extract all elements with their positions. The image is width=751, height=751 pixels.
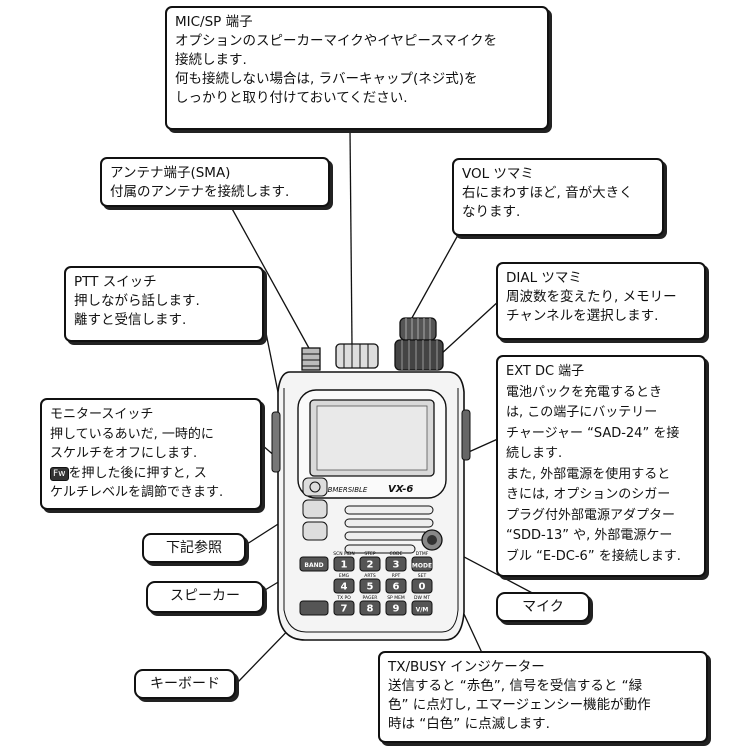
keypad-key-label: 3 xyxy=(393,560,400,571)
key-sublabel: SCN MDN xyxy=(333,551,355,557)
vol-knob xyxy=(399,317,437,341)
tx-busy-callout: TX/BUSY インジケーター 送信すると “赤色”, 信号を受信すると “緑 … xyxy=(378,651,708,743)
keypad-key-label: 0 xyxy=(419,582,426,593)
keypad-key[interactable] xyxy=(359,578,381,594)
ptt-line: 離すと受信します. xyxy=(74,312,187,328)
mic-sp-line: オプションのスピーカーマイクやイヤピースマイクを xyxy=(175,33,497,49)
mic-label: マイク xyxy=(496,592,590,622)
keypad-key[interactable] xyxy=(411,578,433,594)
keypad-key-label: V/M xyxy=(416,607,429,614)
key-sublabel: SET xyxy=(418,573,427,579)
key-sublabel: RPT xyxy=(392,573,401,579)
ext-dc-title: EXT DC 端子 xyxy=(506,364,585,379)
ext-dc-line: プラグ付外部電源アダプター xyxy=(506,507,676,523)
key-sublabel: PAGER xyxy=(363,595,378,601)
see-below-label: 下記参照 xyxy=(142,533,246,563)
keypad-key[interactable] xyxy=(411,600,433,616)
key-sublabel: DW MT xyxy=(414,595,430,601)
key-sublabel: ARTS xyxy=(364,573,376,579)
keypad: SCN MDN1STEP2CODE3DTMFMODEEMG4ARTS5RPT6S… xyxy=(299,551,433,616)
vol-line: 右にまわすほど, 音が大きく xyxy=(462,185,633,201)
mic-sp-title: MIC/SP 端子 xyxy=(175,14,253,30)
dial-line: 周波数を変えたり, メモリー xyxy=(506,289,677,305)
monitor-line: 押しているあいだ, 一時的に xyxy=(50,426,214,442)
fw-key-icon: Fw xyxy=(50,466,69,481)
ext-dc-line: 続します. xyxy=(506,446,563,461)
dial-line: チャンネルを選択します. xyxy=(506,308,659,324)
antenna-title: アンテナ端子(SMA) xyxy=(110,165,231,181)
antenna-callout: アンテナ端子(SMA) 付属のアンテナを接続します. xyxy=(100,157,330,207)
ext-dc-callout: EXT DC 端子 電池パックを充電するとき は, この端子にバッテリー チャー… xyxy=(496,355,706,577)
monitor-line: ケルチレベルを調節できます. xyxy=(50,485,224,500)
keypad-key[interactable] xyxy=(385,556,407,572)
mic-sp-line: しっかりと取り付けておいてください. xyxy=(175,90,408,106)
tx-busy-line: 時は “白色” に点滅します. xyxy=(388,716,550,732)
side-buttons xyxy=(302,477,328,541)
keypad-key[interactable] xyxy=(359,556,381,572)
dial-knob xyxy=(394,339,444,371)
ext-dc-line: チャージャー “SAD-24” を接 xyxy=(506,425,680,441)
model-text: VX-6 xyxy=(388,484,413,495)
mic-sp-line: 何も接続しない場合は, ラバーキャップ(ネジ式)を xyxy=(175,71,478,87)
dial-title: DIAL ツマミ xyxy=(506,270,582,286)
monitor-title: モニタースイッチ xyxy=(50,407,154,422)
keypad-key[interactable] xyxy=(359,600,381,616)
key-sublabel: TX PO xyxy=(336,595,351,601)
keypad-key-label: 2 xyxy=(367,560,374,571)
antenna-connector xyxy=(301,347,321,371)
brand-text: SUBMERSIBLE xyxy=(318,486,368,494)
vol-title: VOL ツマミ xyxy=(462,166,534,182)
speaker-grille xyxy=(344,505,434,554)
mic-hole xyxy=(421,529,443,551)
mic-sp-cap xyxy=(335,343,379,369)
ext-dc-line: ブル “E-DC-6” を接続します. xyxy=(506,548,681,564)
mic-sp-line: 接続します. xyxy=(175,52,247,68)
key-sublabel: DTMF xyxy=(416,551,429,557)
ext-dc-line: は, この端子にバッテリー xyxy=(506,405,658,420)
keypad-key-label: 1 xyxy=(341,560,348,571)
vol-callout: VOL ツマミ 右にまわすほど, 音が大きく なります. xyxy=(452,158,664,236)
tx-busy-line: 色” に点灯し, エマージェンシー機能が動作 xyxy=(388,697,651,713)
key-sublabel: CODE xyxy=(390,551,403,557)
ptt-callout: PTT スイッチ 押しながら話します. 離すと受信します. xyxy=(64,266,264,342)
keypad-key-label: 5 xyxy=(367,582,374,593)
key-sublabel: STEP xyxy=(364,551,375,557)
band-key-label: BAND xyxy=(304,562,323,569)
ptt-line: 押しながら話します. xyxy=(74,293,200,309)
keypad-key[interactable] xyxy=(385,600,407,616)
ext-dc-line: きには, オプションのシガー xyxy=(506,487,671,502)
keypad-key[interactable] xyxy=(385,578,407,594)
keypad-key[interactable] xyxy=(411,556,433,572)
lock-key[interactable] xyxy=(299,600,329,616)
mic-sp-callout: MIC/SP 端子 オプションのスピーカーマイクやイヤピースマイクを 接続します… xyxy=(165,6,549,130)
keypad-key-label: 4 xyxy=(341,582,348,593)
tx-busy-title: TX/BUSY インジケーター xyxy=(388,659,545,675)
ext-dc-line: 電池パックを充電するとき xyxy=(506,384,663,400)
keypad-key[interactable] xyxy=(333,600,355,616)
keypad-key[interactable] xyxy=(333,556,355,572)
keypad-key-label: 7 xyxy=(341,604,348,615)
speaker-label: スピーカー xyxy=(146,581,264,613)
ext-dc-line: “SDD-13” や, 外部電源ケー xyxy=(506,528,673,543)
monitor-line: を押した後に押すと, ス xyxy=(68,465,207,481)
keypad-key-label: 8 xyxy=(367,604,374,615)
ext-dc-line: また, 外部電源を使用すると xyxy=(506,466,671,482)
keypad-key-label: 9 xyxy=(393,604,400,615)
band-key[interactable] xyxy=(299,556,329,572)
key-sublabel: SP MEM xyxy=(387,595,405,601)
vol-line: なります. xyxy=(462,204,521,220)
keyboard-label: キーボード xyxy=(134,669,236,699)
keypad-key-label: 6 xyxy=(393,582,400,593)
dial-callout: DIAL ツマミ 周波数を変えたり, メモリー チャンネルを選択します. xyxy=(496,262,706,340)
tx-busy-line: 送信すると “赤色”, 信号を受信すると “緑 xyxy=(388,678,643,694)
keypad-key-label: MODE xyxy=(412,563,432,570)
monitor-line: スケルチをオフにします. xyxy=(50,446,198,461)
keypad-key[interactable] xyxy=(333,578,355,594)
key-sublabel: EMG xyxy=(339,573,350,579)
ptt-title: PTT スイッチ xyxy=(74,274,157,290)
antenna-line: 付属のアンテナを接続します. xyxy=(110,184,290,200)
